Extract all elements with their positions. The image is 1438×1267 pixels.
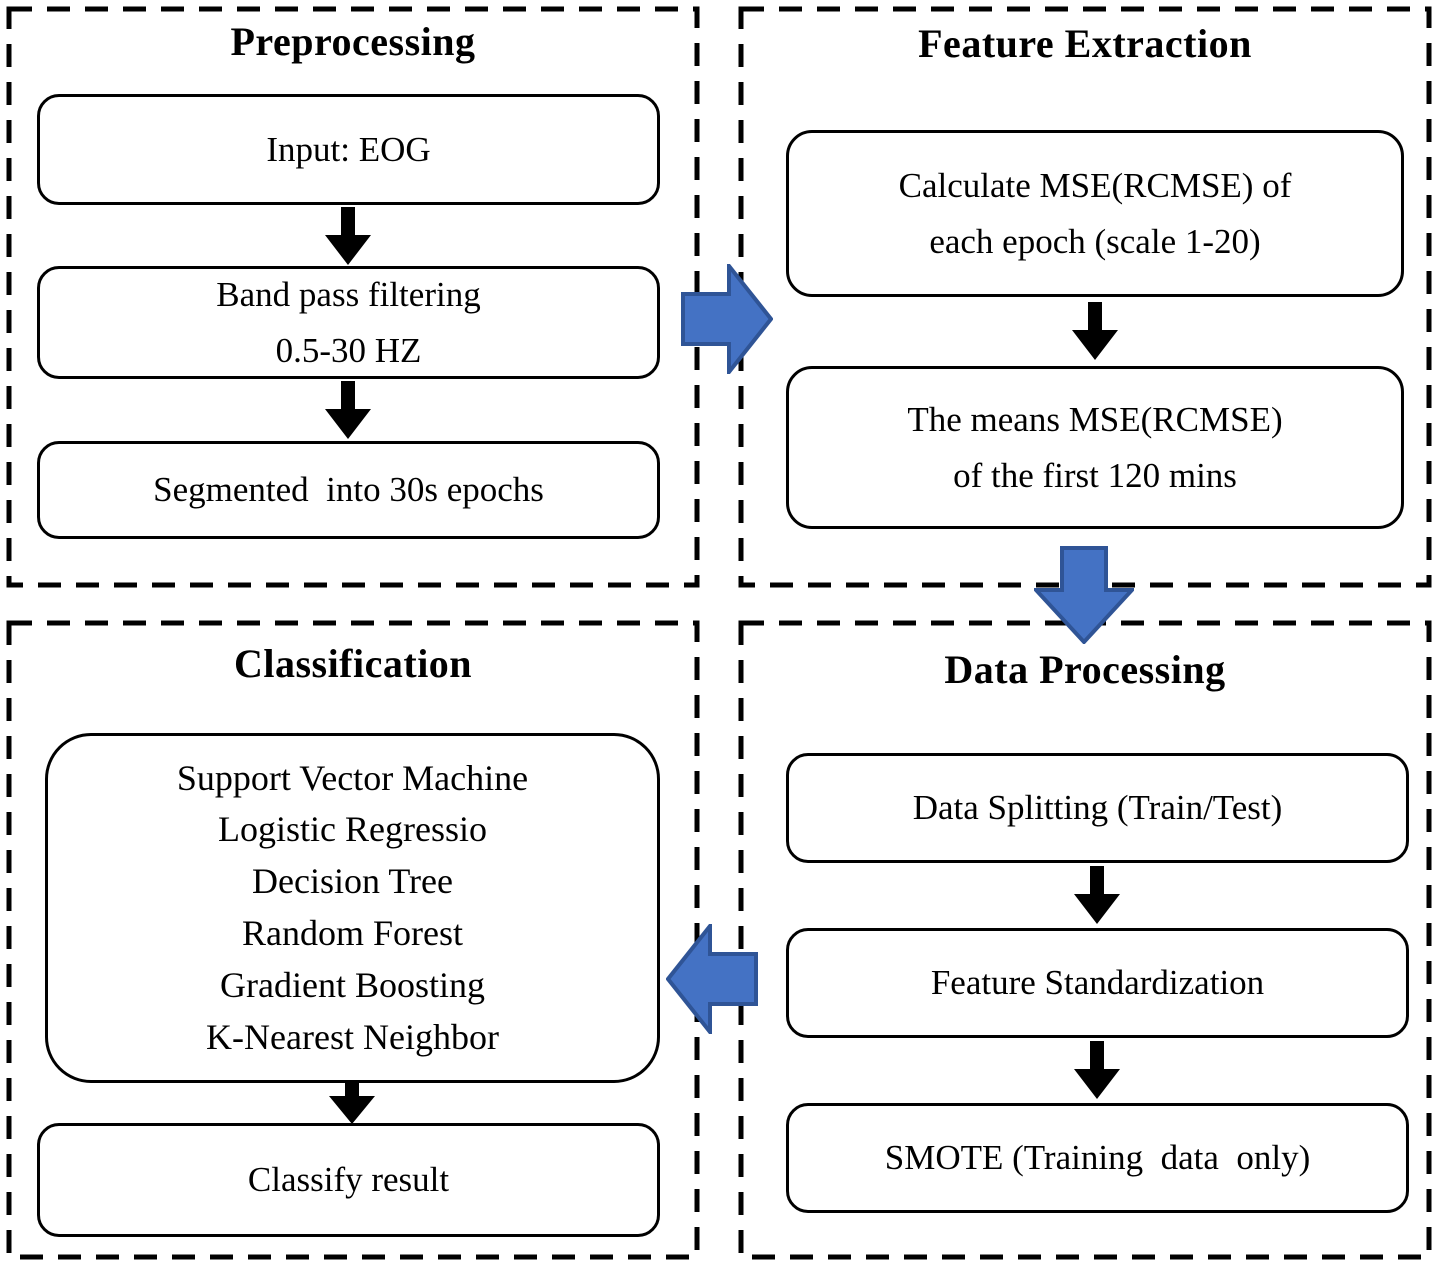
bandpass-filter-box: Band pass filtering 0.5-30 HZ [37,266,660,379]
segmentation-label: Segmented into 30s epochs [153,470,544,510]
means-mse-label-line1: The means MSE(RCMSE) [907,399,1283,439]
data-splitting-label: Data Splitting (Train/Test) [912,788,1283,828]
arrow-down-icon [1074,866,1120,924]
input-eog-label: Input: EOG [266,129,431,169]
feature-extraction-title: Feature Extraction [918,21,1252,66]
calculate-mse-box: Calculate MSE(RCMSE) of each epoch (scal… [786,130,1404,297]
bandpass-filter-label-line2: 0.5-30 HZ [275,330,422,370]
smote-box: SMOTE (Training data only) [786,1103,1409,1213]
smote-label: SMOTE (Training data only) [884,1138,1311,1178]
classifier-knn: K-Nearest Neighbor [206,1016,499,1057]
preprocessing-panel-border [6,6,700,588]
classifier-svm: Support Vector Machine [176,757,529,798]
means-mse-box: The means MSE(RCMSE) of the first 120 mi… [786,366,1404,529]
input-eog-box: Input: EOG [37,94,660,205]
classify-result-label: Classify result [247,1160,450,1200]
flow-arrow-left-icon [666,924,758,1034]
classifier-list-box: Support Vector Machine Logistic Regressi… [45,733,660,1083]
bandpass-filter-label-line1: Band pass filtering [216,274,481,314]
classify-result-box: Classify result [37,1123,660,1237]
arrow-down-icon [1072,302,1118,360]
feature-standardization-label: Feature Standardization [930,963,1265,1003]
calculate-mse-label-line1: Calculate MSE(RCMSE) of [898,165,1292,205]
classifier-logistic-regression: Logistic Regressio [218,809,487,850]
arrow-down-icon [329,1080,375,1124]
data-splitting-box: Data Splitting (Train/Test) [786,753,1409,863]
classifier-random-forest: Random Forest [242,913,463,953]
classifier-decision-tree: Decision Tree [252,861,453,902]
calculate-mse-label-line2: each epoch (scale 1-20) [929,221,1261,261]
classification-title: Classification [233,641,473,686]
means-mse-label-line2: of the first 120 mins [953,455,1237,495]
arrow-down-icon [1074,1041,1120,1099]
feature-standardization-box: Feature Standardization [786,928,1409,1038]
segmentation-box: Segmented into 30s epochs [37,441,660,539]
flow-arrow-down-icon [1034,546,1134,644]
preprocessing-title: Preprocessing [230,19,476,64]
arrow-down-icon [325,207,371,265]
flow-arrow-right-icon [681,264,773,374]
arrow-down-icon [325,381,371,439]
classifier-gradient-boosting: Gradient Boosting [220,964,485,1005]
data-processing-title: Data Processing [944,647,1226,692]
